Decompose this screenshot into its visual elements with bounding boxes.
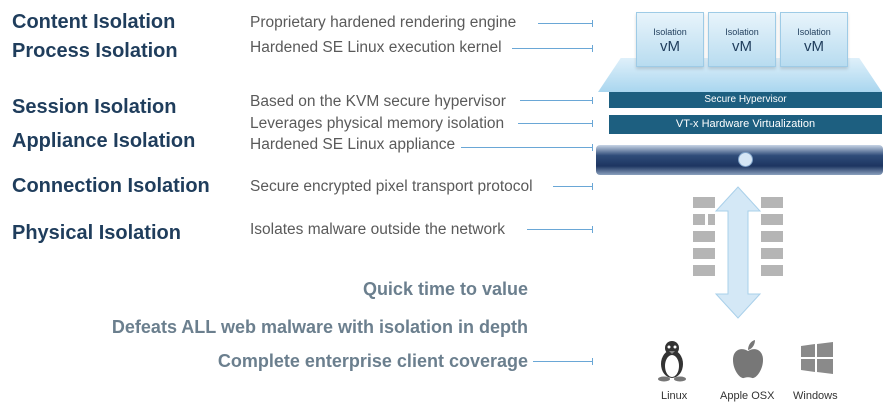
description-memory-isolation: Leverages physical memory isolation xyxy=(250,115,505,132)
description-rendering-engine: Proprietary hardened rendering engine xyxy=(250,14,517,31)
isolation-label-session: Session Isolation xyxy=(12,96,177,118)
isolation-label-appliance: Appliance Isolation xyxy=(12,130,196,152)
isolation-vm-box: Isolation vM xyxy=(636,12,704,67)
vm-label-isolation: Isolation xyxy=(797,27,831,37)
connector-line xyxy=(461,144,593,151)
server-logo-icon xyxy=(738,152,753,167)
client-label-apple-osx: Apple OSX xyxy=(720,390,775,402)
vm-label-vm: vM xyxy=(804,38,824,55)
hardware-virtualization-bar: VT-x Hardware Virtualization xyxy=(609,115,882,134)
isolation-label-process: Process Isolation xyxy=(12,40,178,62)
benefit-quick-time: Quick time to value xyxy=(362,279,528,299)
apple-icon xyxy=(733,340,763,379)
isolation-label-connection: Connection Isolation xyxy=(12,175,210,197)
secure-hypervisor-bar: Secure Hypervisor xyxy=(609,92,882,108)
connector-line xyxy=(553,183,593,190)
benefit-client-coverage: Complete enterprise client coverage xyxy=(217,351,528,371)
description-kvm-hypervisor: Based on the KVM secure hypervisor xyxy=(250,93,506,110)
connector-line xyxy=(518,120,593,127)
isolation-vm-box: Isolation vM xyxy=(708,12,776,67)
isolation-vm-box: Isolation vM xyxy=(780,12,848,67)
isolation-label-physical: Physical Isolation xyxy=(12,222,181,244)
description-isolates-malware: Isolates malware outside the network xyxy=(250,221,506,238)
firewall-icon xyxy=(693,186,783,319)
description-se-linux-appliance: Hardened SE Linux appliance xyxy=(250,136,456,153)
client-label-linux: Linux xyxy=(661,390,688,402)
connector-line xyxy=(533,358,593,365)
client-label-windows: Windows xyxy=(793,390,838,402)
description-pixel-transport: Secure encrypted pixel transport protoco… xyxy=(250,178,533,195)
connector-line xyxy=(520,97,593,104)
linux-penguin-icon xyxy=(658,341,686,382)
connector-line xyxy=(538,20,593,27)
benefit-defeats-malware: Defeats ALL web malware with isolation i… xyxy=(111,317,528,337)
vm-label-vm: vM xyxy=(732,38,752,55)
vm-label-isolation: Isolation xyxy=(653,27,687,37)
isolation-label-content: Content Isolation xyxy=(12,11,176,33)
connector-line xyxy=(512,45,593,52)
windows-icon xyxy=(801,342,833,374)
vm-label-vm: vM xyxy=(660,38,680,55)
vm-label-isolation: Isolation xyxy=(725,27,759,37)
connector-line xyxy=(527,226,593,233)
description-execution-kernel: Hardened SE Linux execution kernel xyxy=(250,39,502,56)
